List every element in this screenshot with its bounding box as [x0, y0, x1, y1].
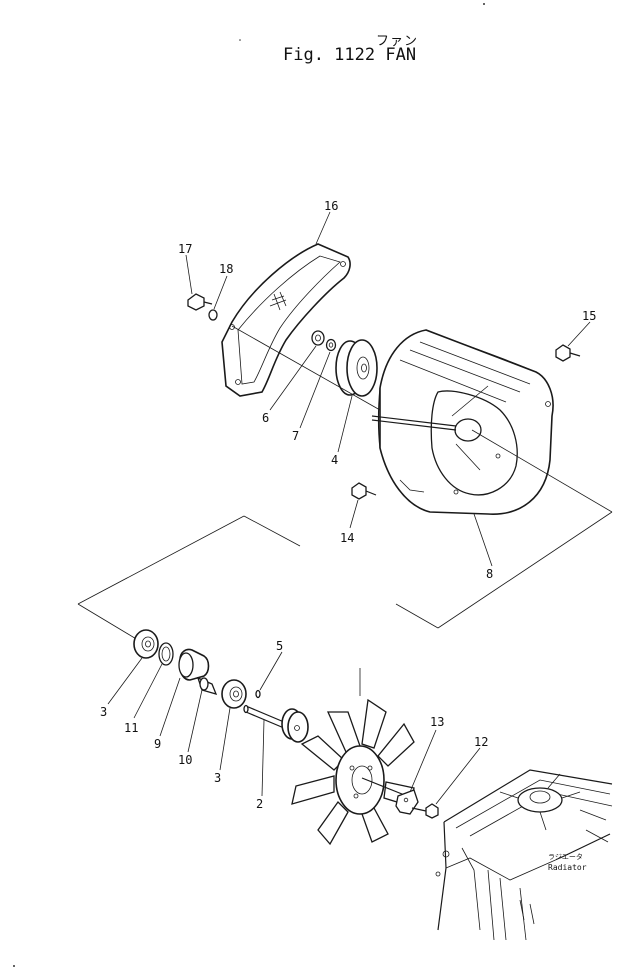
radiator-label-japanese: ラジエータ: [548, 852, 583, 861]
callout-9: 9: [154, 737, 161, 751]
fan-shaft-part-2: [243, 704, 309, 743]
leader-lines: [107, 211, 591, 805]
washer-part-18: [208, 309, 218, 321]
spacer-part-10: [196, 676, 218, 695]
callout-3-front: 3: [100, 705, 107, 719]
radiator-illustration: [435, 769, 613, 941]
callout-7: 7: [292, 429, 299, 443]
bearing-part-3-rear: [221, 679, 247, 709]
figure-title: Fig. 1122 FAN: [283, 45, 417, 65]
callout-5: 5: [276, 639, 283, 653]
callout-3-rear: 3: [214, 771, 221, 785]
fan-case-part-8: [371, 329, 554, 515]
callout-14: 14: [340, 531, 354, 545]
callout-16: 16: [324, 199, 338, 213]
bolt-part-12: [411, 803, 439, 819]
callout-12: 12: [474, 735, 488, 749]
callout-10: 10: [178, 753, 192, 767]
callout-4: 4: [331, 453, 338, 467]
washer-part-7: [325, 338, 337, 352]
callout-8: 8: [486, 567, 493, 581]
fan-part: [291, 668, 415, 846]
scan-speck: [13, 965, 15, 967]
nut-part-6: [311, 330, 325, 346]
scan-speck: [239, 39, 241, 41]
snap-ring-part-11: [158, 642, 174, 666]
callout-11: 11: [124, 721, 138, 735]
key-part-5: [255, 689, 261, 699]
bolt-part-17: [187, 293, 213, 311]
callout-13: 13: [430, 715, 444, 729]
scan-speck: [483, 3, 485, 5]
callout-6: 6: [262, 411, 269, 425]
bearing-part-3-front: [133, 629, 159, 659]
radiator-label: Radiator: [548, 863, 587, 872]
shroud-cover-part-16: [221, 243, 351, 397]
callout-17: 17: [178, 242, 192, 256]
bolt-part-14: [351, 482, 377, 500]
collar-part-9: [178, 648, 210, 681]
callout-2: 2: [256, 797, 263, 811]
callout-15: 15: [582, 309, 596, 323]
figure-title-japanese: ファン: [376, 34, 419, 49]
bolt-part-15: [555, 344, 581, 362]
callout-18: 18: [219, 262, 233, 276]
pulley-part-4: [335, 339, 378, 397]
